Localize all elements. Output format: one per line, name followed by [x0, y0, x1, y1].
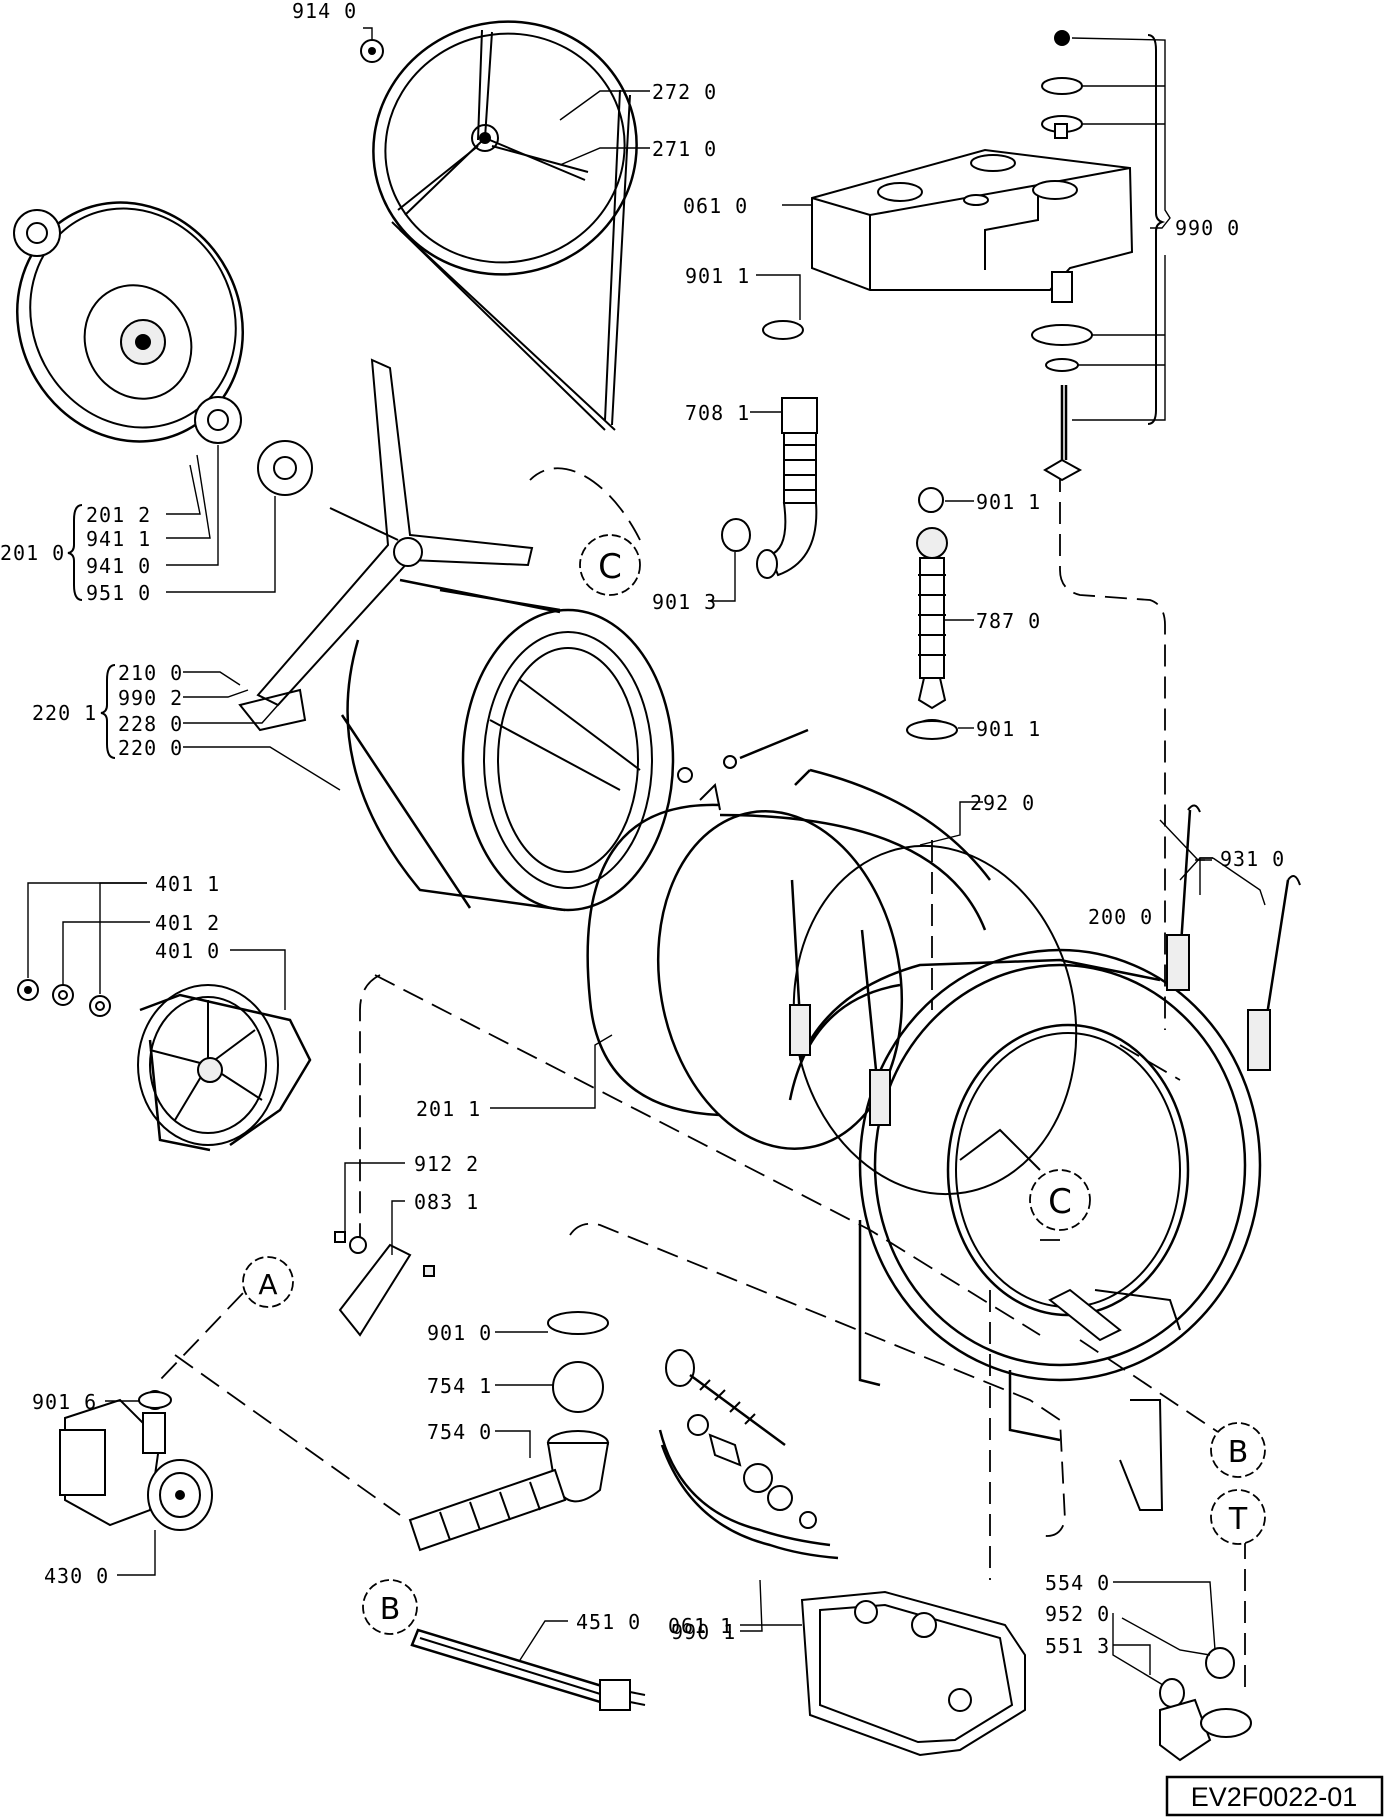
label-271-0: 271 0: [652, 137, 717, 161]
drum-shaft-bolt: [677, 728, 809, 783]
label-554-0: 554 0: [1045, 1571, 1110, 1595]
drum-spider: [238, 358, 534, 732]
callout-a: A: [242, 1256, 294, 1308]
svg-text:B: B: [1228, 1435, 1249, 1470]
shock-absorber: [915, 487, 949, 737]
label-990-1: 990 1: [671, 1620, 736, 1644]
label-220-0: 220 0: [118, 736, 183, 760]
label-901-1-mid: 901 1: [976, 490, 1041, 514]
door-seal-ring: [586, 803, 721, 1117]
label-201-2: 201 2: [86, 503, 151, 527]
callout-t: T: [1210, 1489, 1266, 1545]
svg-text:A: A: [258, 1268, 277, 1301]
motor: [137, 984, 312, 1152]
label-754-1: 754 1: [427, 1374, 492, 1398]
ball-754-1: [552, 1361, 604, 1413]
callout-c-tub: C: [1029, 1169, 1091, 1231]
label-990-0: 990 0: [1175, 216, 1240, 240]
tub-springs: [789, 804, 1301, 1126]
sump-hose: [408, 1361, 610, 1552]
clamp-901-1-lower: [906, 720, 958, 740]
leader-lines: [27, 27, 1266, 1686]
tub-rear-ring: [656, 810, 1078, 1196]
label-210-0: 210 0: [118, 661, 183, 685]
label-912-2: 912 2: [414, 1152, 479, 1176]
belt: [719, 813, 987, 931]
tub-bracket: [794, 768, 991, 881]
clamp-901-3: [721, 518, 751, 552]
carbon-brush-holder: [334, 1231, 435, 1337]
door-lock-parts: [1159, 1647, 1252, 1762]
group-braces: [67, 34, 1166, 759]
label-931-0: 931 0: [1220, 847, 1285, 871]
label-061-1: 061 1: [668, 1614, 733, 1638]
label-941-0: 941 0: [86, 554, 151, 578]
label-292-0: 292 0: [970, 791, 1035, 815]
callout-c-top: C: [579, 534, 641, 596]
counterweight-top: [811, 148, 1134, 291]
tub: [788, 948, 1262, 1511]
motor-bushings: [17, 979, 111, 1017]
tub-bracket-left: [699, 782, 721, 811]
label-272-0: 272 0: [652, 80, 717, 104]
clamp-901-0: [547, 1311, 609, 1335]
callout-b-heater: B: [362, 1579, 418, 1635]
label-430-0: 430 0: [44, 1564, 109, 1588]
label-201-0: 201 0: [0, 541, 65, 565]
label-401-1: 401 1: [155, 872, 220, 896]
label-061-0: 061 0: [683, 194, 748, 218]
label-401-0: 401 0: [155, 939, 220, 963]
label-220-1: 220 1: [32, 701, 97, 725]
label-401-2: 401 2: [155, 911, 220, 935]
svg-text:C: C: [1048, 1182, 1072, 1222]
label-901-6: 901 6: [32, 1390, 97, 1414]
svg-text:T: T: [1228, 1502, 1248, 1537]
label-083-1: 083 1: [414, 1190, 479, 1214]
label-952-0: 952 0: [1045, 1602, 1110, 1626]
label-201-1: 201 1: [416, 1097, 481, 1121]
svg-text:B: B: [380, 1592, 401, 1627]
label-941-1: 941 1: [86, 527, 151, 551]
label-451-0: 451 0: [576, 1610, 641, 1634]
label-754-0: 754 0: [427, 1420, 492, 1444]
label-951-0: 951 0: [86, 581, 151, 605]
label-990-2: 990 2: [118, 686, 183, 710]
label-787-0: 787 0: [976, 609, 1041, 633]
label-708-1: 708 1: [685, 401, 750, 425]
drum: [340, 578, 675, 912]
label-901-3: 901 3: [652, 590, 717, 614]
svg-text:C: C: [598, 547, 622, 587]
label-200-0: 200 0: [1088, 905, 1153, 929]
diagram-code-box: EV2F0022-01: [1165, 1775, 1384, 1817]
rear-flange: [13, 201, 313, 496]
label-914-0: 914 0: [292, 0, 357, 23]
label-551-3: 551 3: [1045, 1634, 1110, 1658]
part-labels: 914 0 272 0 271 0 061 0 990 0 901 1 708 …: [0, 0, 1285, 1658]
drum-pulley: [372, 20, 638, 431]
label-228-0: 228 0: [118, 712, 183, 736]
fixing-kit: [658, 1349, 839, 1560]
callout-b-right: B: [1210, 1422, 1266, 1478]
hose-708: [756, 397, 818, 579]
heater-element: [410, 1628, 646, 1711]
label-901-0: 901 0: [427, 1321, 492, 1345]
clamp-901-6: [138, 1391, 172, 1409]
label-901-1-low: 901 1: [976, 717, 1041, 741]
clamp-901-1: [762, 320, 804, 340]
label-901-1-top: 901 1: [685, 264, 750, 288]
svg-text:EV2F0022-01: EV2F0022-01: [1191, 1782, 1358, 1812]
counterweight-front: [800, 1590, 1026, 1757]
